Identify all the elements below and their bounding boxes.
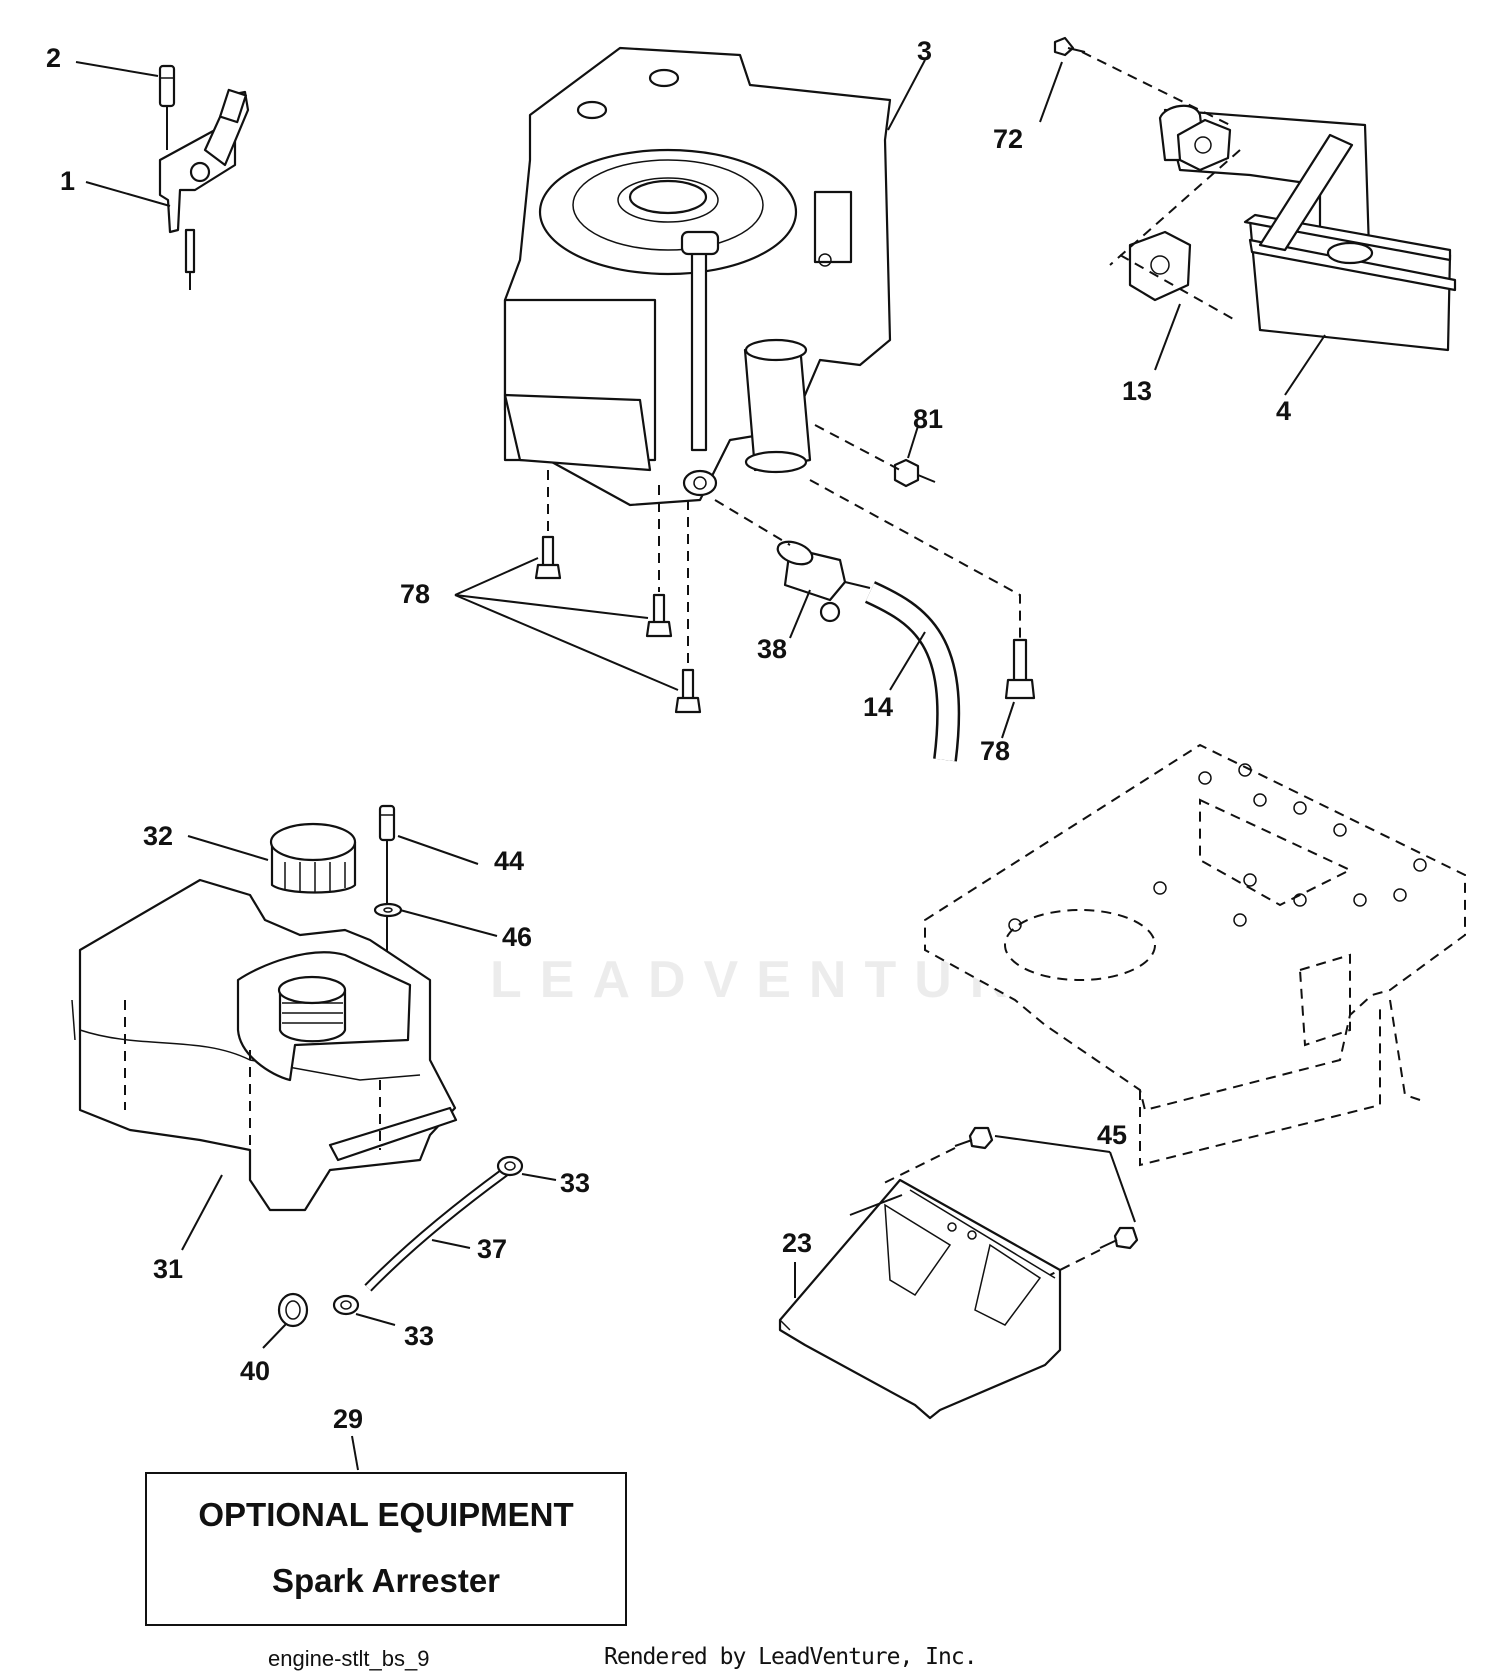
callout-78-right: 78 — [980, 736, 1010, 766]
hex-nut[interactable] — [893, 458, 936, 488]
callout-40: 40 — [240, 1356, 270, 1386]
engine-bolt[interactable] — [1004, 638, 1036, 700]
callout-78-left: 78 — [400, 579, 430, 609]
callout-38: 38 — [757, 634, 787, 664]
engine[interactable] — [503, 46, 892, 507]
callout-23: 23 — [782, 1228, 812, 1258]
muffler-gasket[interactable] — [1128, 230, 1192, 302]
hose-clamp-upper[interactable] — [496, 1155, 524, 1177]
muffler[interactable] — [1158, 104, 1457, 352]
callout-4: 4 — [1276, 396, 1291, 426]
optional-equipment-title: OPTIONAL EQUIPMENT — [198, 1496, 574, 1533]
fuel-line[interactable] — [864, 581, 961, 762]
callout-31: 31 — [153, 1254, 183, 1284]
callout-2: 2 — [46, 43, 61, 73]
skid-plate-bolt-lower[interactable] — [1099, 1226, 1139, 1250]
throttle-control-assembly[interactable] — [158, 64, 250, 290]
callout-14: 14 — [863, 692, 893, 722]
fuel-cap[interactable] — [269, 822, 357, 894]
engine-bolt[interactable] — [534, 535, 562, 580]
muffler-bolt[interactable] — [1053, 36, 1086, 57]
callout-46: 46 — [502, 922, 532, 952]
callout-72: 72 — [993, 124, 1023, 154]
callout-13: 13 — [1122, 376, 1152, 406]
optional-equipment-box: OPTIONAL EQUIPMENT Spark Arrester — [145, 1472, 627, 1626]
callout-45: 45 — [1097, 1120, 1127, 1150]
optional-equipment-item: Spark Arrester — [271, 1562, 501, 1599]
fuel-tank[interactable] — [71, 878, 458, 1212]
fuel-hose[interactable] — [364, 1167, 508, 1292]
engine-bolt[interactable] — [674, 668, 702, 714]
callout-44: 44 — [494, 846, 524, 876]
fuel-filter[interactable] — [775, 537, 871, 623]
callout-3: 3 — [917, 36, 932, 66]
callout-33-upper: 33 — [560, 1168, 590, 1198]
tank-grommet[interactable] — [277, 1292, 309, 1328]
chassis-frame-reference — [924, 743, 1466, 1167]
callout-33-lower: 33 — [404, 1321, 434, 1351]
tank-screw[interactable] — [378, 804, 396, 842]
callout-32: 32 — [143, 821, 173, 851]
skid-plate-bolt-upper[interactable] — [954, 1126, 994, 1150]
callout-37: 37 — [477, 1234, 507, 1264]
hose-clamp-lower[interactable] — [332, 1294, 360, 1316]
callout-1: 1 — [60, 166, 75, 196]
rendered-by-credit: Rendered by LeadVenture, Inc. — [604, 1644, 978, 1670]
skid-plate[interactable] — [778, 1178, 1062, 1420]
callout-29: 29 — [333, 1404, 363, 1434]
callout-81: 81 — [913, 404, 943, 434]
tank-washer[interactable] — [373, 902, 403, 918]
diagram-code: engine-stlt_bs_9 — [268, 1646, 430, 1671]
engine-bolt[interactable] — [645, 593, 673, 638]
